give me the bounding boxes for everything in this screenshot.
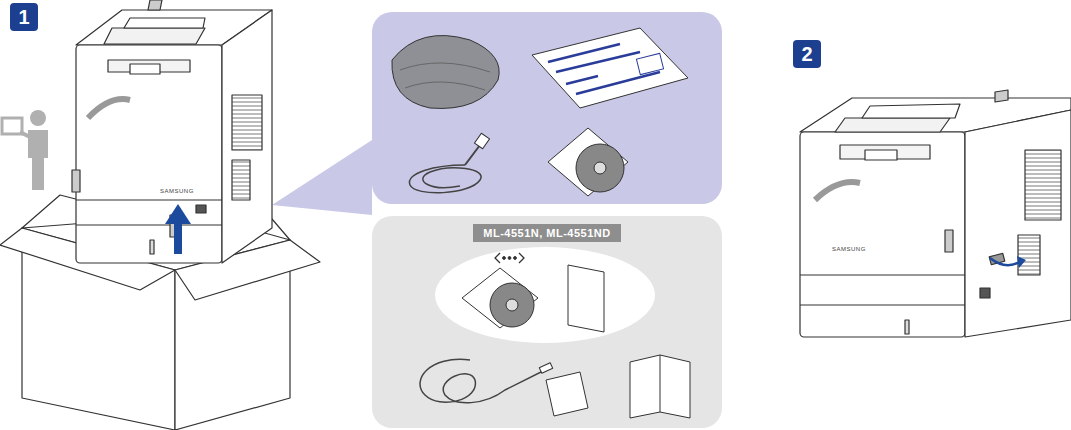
step-number: 2 [801,43,812,66]
network-icon [495,253,524,263]
brand-label: SAMSUNG [160,188,194,194]
step-badge: 2 [793,40,821,68]
lift-arrow [165,204,191,254]
step-badge: 1 [10,3,38,31]
remove-tape-arrow [990,258,1020,265]
model-panel-ground [372,216,722,428]
person-icon [2,110,48,190]
printer [72,0,272,263]
model-heading: ML-4551N, ML-4551ND [473,224,620,242]
contents-panel [372,12,722,204]
callout-wedge [272,140,372,215]
brand-label: SAMSUNG [832,246,866,252]
box-contents [392,28,688,196]
remove-tape-arrowhead [1017,256,1026,268]
printer [800,90,1071,337]
model-extras [420,247,690,418]
model-panel: ML-4551N, ML-4551ND [372,216,722,428]
step-number: 1 [18,6,29,29]
